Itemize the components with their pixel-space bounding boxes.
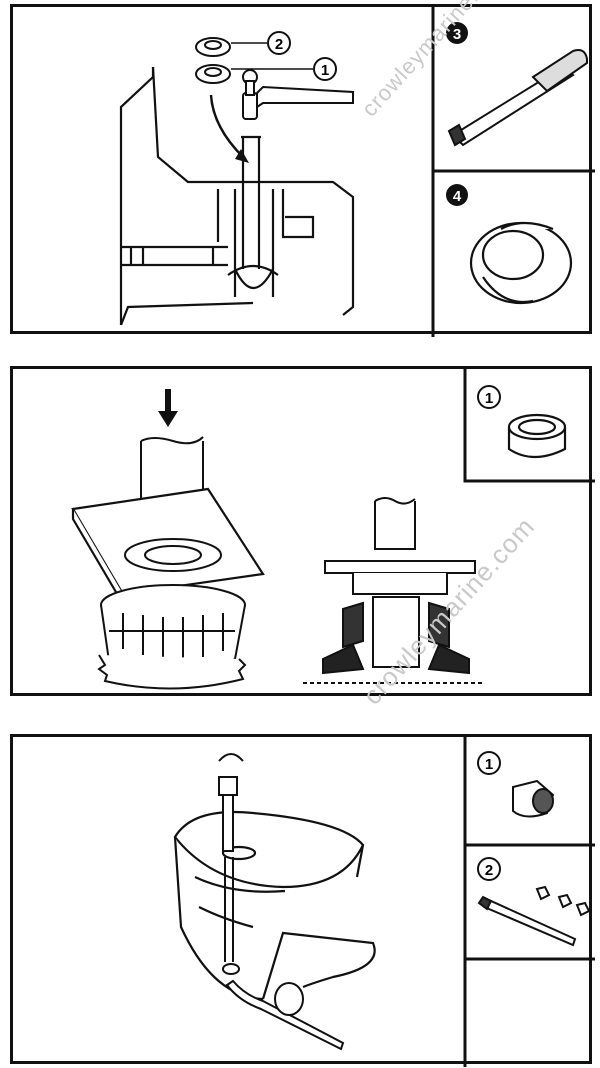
panel-1-illustration: [119, 7, 595, 337]
bearing-and-gear-drawing: [97, 538, 247, 690]
panel-2-illustration: [71, 369, 595, 690]
panel-3-illustration: [173, 737, 595, 1067]
callout-2-main-label: 2: [275, 36, 283, 53]
socket-drawing: [512, 779, 555, 818]
drive-shaft-drawing: [218, 753, 244, 975]
driver-rod-drawing: [447, 49, 588, 147]
callout-1-inset-panel3: 1: [477, 751, 501, 775]
callout-1-inset: 1: [477, 385, 501, 409]
callout-2-inset-panel3: 2: [477, 857, 501, 881]
panel-1-callouts: 2 1 3 4: [267, 22, 468, 206]
oil-seals-drawing: [195, 37, 231, 84]
panel-1-seal-install: 2 1 3 4: [10, 4, 595, 337]
install-arrow: [209, 94, 244, 158]
section-view-drawing: [303, 497, 483, 684]
lower-casing-drawing: [119, 66, 355, 326]
panel-2-bearing-press: 1: [10, 366, 595, 696]
panel-3-shaft-install: 1 2: [10, 734, 595, 1067]
callout-4-inset: 4: [446, 184, 468, 206]
callout-1-inset-panel3-label: 1: [485, 756, 493, 773]
callout-3-inset: 3: [446, 22, 468, 44]
callout-1-inset-label: 1: [485, 390, 493, 407]
tool-rod-drawing: [225, 979, 345, 1051]
hammer-drawing: [242, 69, 354, 120]
callout-1-main-label: 1: [321, 62, 329, 79]
attachment-drawing: [469, 221, 573, 305]
callout-4-inset-label: 4: [453, 188, 462, 205]
panel-2-callouts: 1: [477, 385, 501, 409]
callout-2-inset-panel3-label: 2: [485, 862, 493, 879]
wrench-and-bits-drawing: [477, 885, 591, 947]
callout-3-inset-label: 3: [453, 26, 461, 43]
callout-2-main: 2: [267, 31, 291, 55]
callout-1-main: 1: [313, 57, 337, 81]
panel-3-callouts: 1 2: [477, 751, 501, 881]
bushing-drawing: [507, 413, 567, 459]
